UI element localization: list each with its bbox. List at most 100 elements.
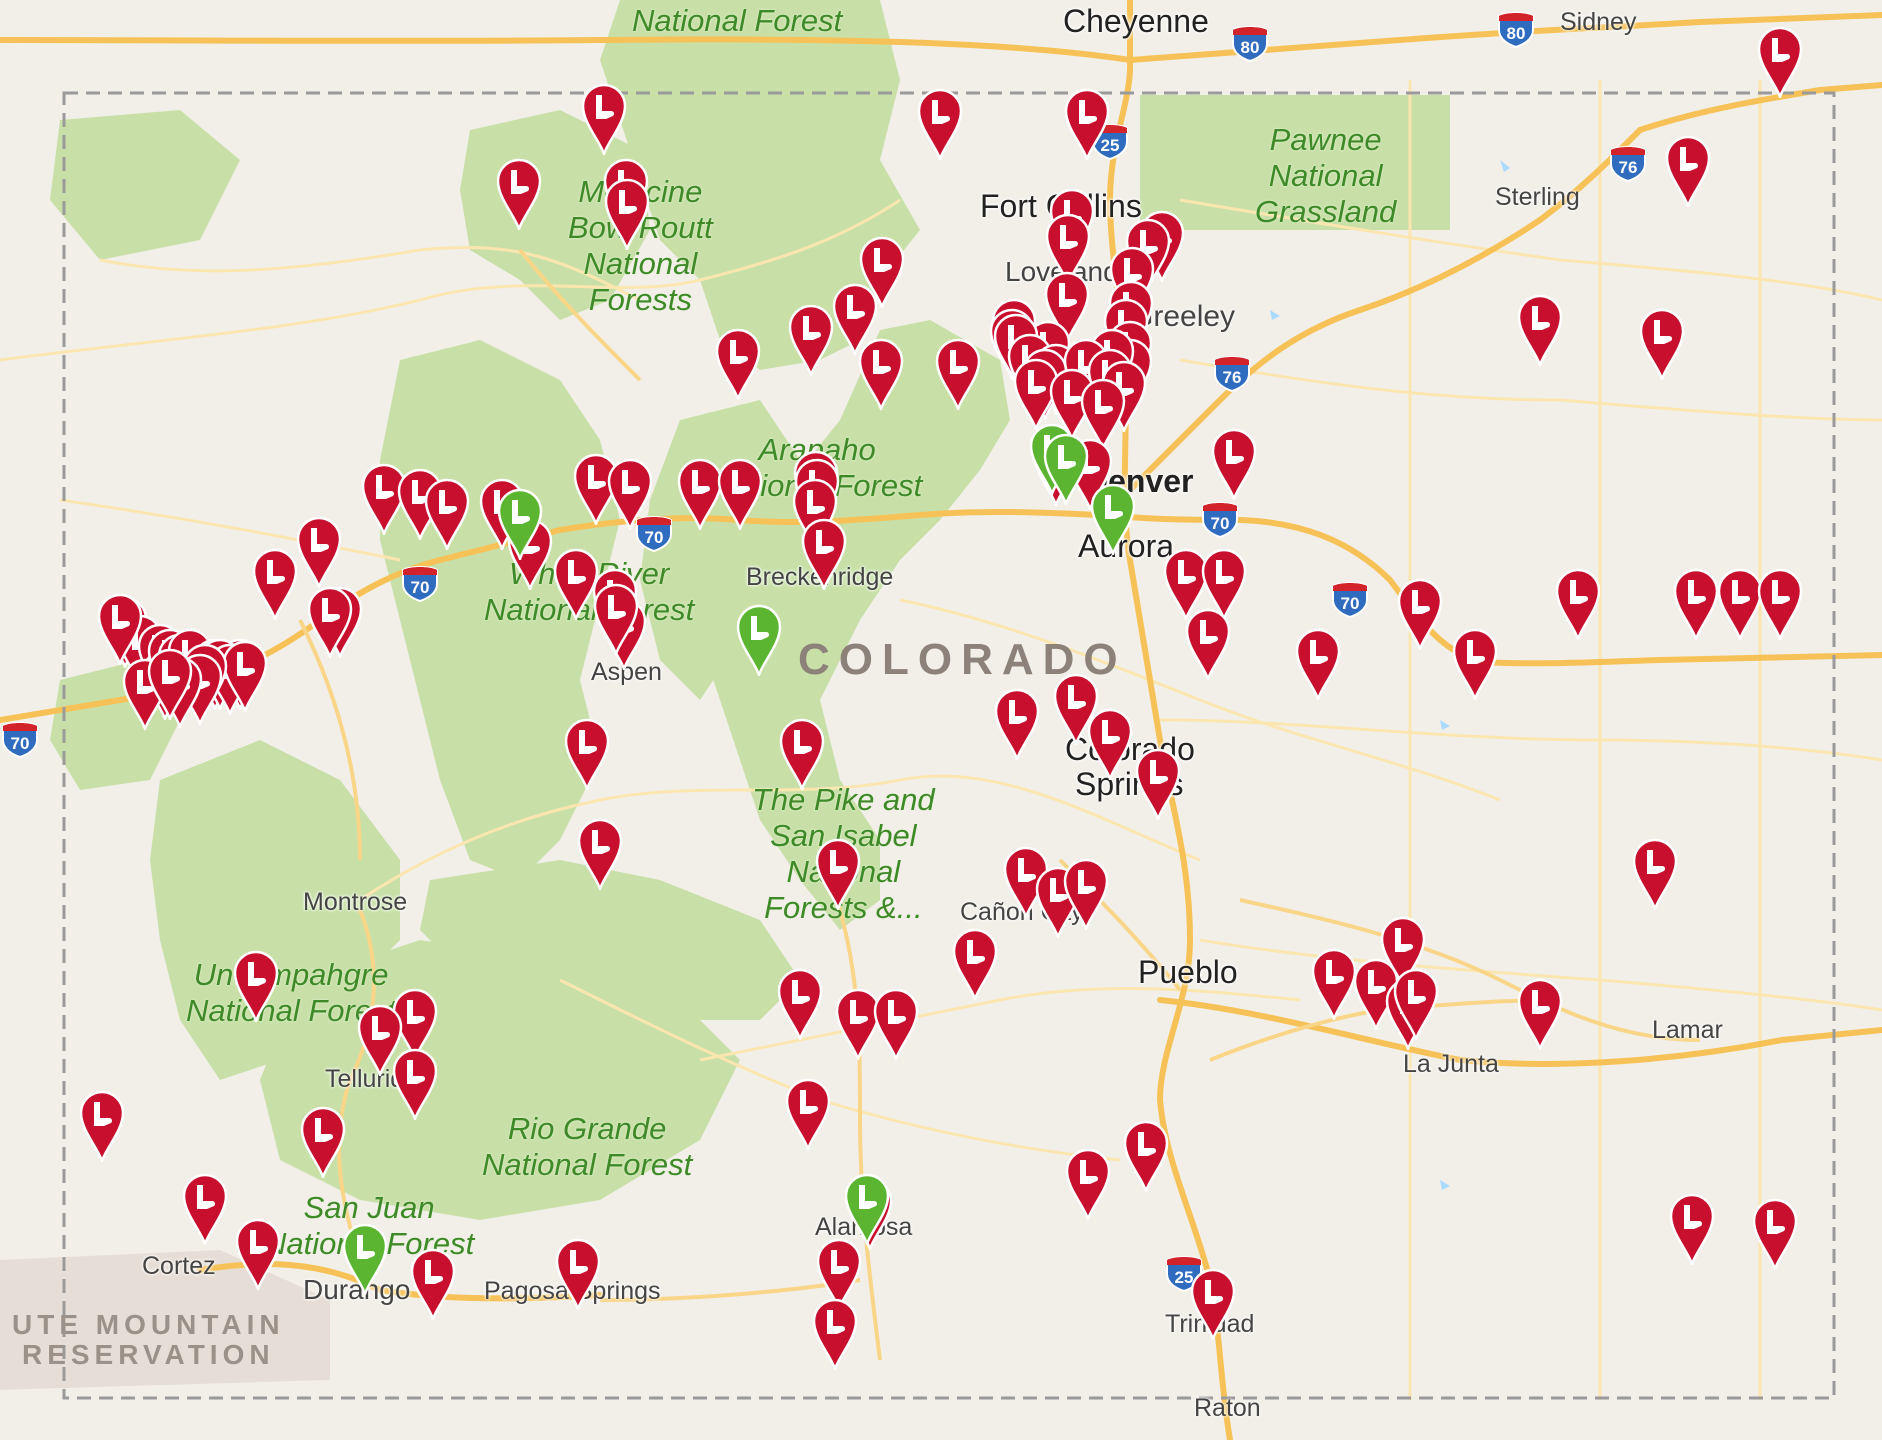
red-location-pin-icon[interactable]	[1639, 308, 1685, 380]
charger-logo-icon	[608, 595, 627, 619]
red-location-pin-icon[interactable]	[182, 1173, 228, 1245]
green-location-pin-icon[interactable]	[1090, 483, 1136, 555]
red-location-pin-icon[interactable]	[252, 548, 298, 620]
red-location-pin-icon[interactable]	[715, 328, 761, 400]
red-location-pin-icon[interactable]	[1669, 1193, 1715, 1265]
red-location-pin-icon[interactable]	[1397, 578, 1443, 650]
red-location-pin-icon[interactable]	[147, 648, 193, 720]
red-location-pin-icon[interactable]	[424, 478, 470, 550]
red-location-pin-icon[interactable]	[1065, 1148, 1111, 1220]
red-location-pin-icon[interactable]	[859, 236, 905, 308]
red-location-pin-icon[interactable]	[1135, 748, 1181, 820]
red-location-pin-icon[interactable]	[564, 718, 610, 790]
red-location-pin-icon[interactable]	[858, 338, 904, 410]
city-cortez[interactable]: Cortez	[142, 1252, 216, 1280]
forest-rio-grande[interactable]: Rio Grande National Forest	[482, 1111, 692, 1183]
red-location-pin-icon[interactable]	[235, 1218, 281, 1290]
red-location-pin-icon[interactable]	[79, 1090, 125, 1162]
green-location-pin-icon[interactable]	[342, 1223, 388, 1295]
red-location-pin-icon[interactable]	[1380, 916, 1426, 988]
red-location-pin-icon[interactable]	[873, 988, 919, 1060]
red-location-pin-icon[interactable]	[677, 458, 723, 530]
red-location-pin-icon[interactable]	[832, 283, 878, 355]
city-sterling[interactable]: Sterling	[1495, 183, 1580, 211]
red-location-pin-icon[interactable]	[1393, 968, 1439, 1040]
red-location-pin-icon[interactable]	[801, 518, 847, 590]
red-location-pin-icon[interactable]	[1185, 608, 1231, 680]
red-location-pin-icon[interactable]	[994, 688, 1040, 760]
red-location-pin-icon[interactable]	[1295, 628, 1341, 700]
city-sidney[interactable]: Sidney	[1560, 8, 1637, 36]
city-cheyenne[interactable]: Cheyenne	[1063, 3, 1209, 39]
red-location-pin-icon[interactable]	[952, 928, 998, 1000]
city-raton[interactable]: Raton	[1194, 1394, 1261, 1422]
red-location-pin-icon[interactable]	[1063, 858, 1109, 930]
red-location-pin-icon[interactable]	[816, 1238, 862, 1310]
red-location-pin-icon[interactable]	[1211, 428, 1257, 500]
red-location-pin-icon[interactable]	[1163, 548, 1209, 620]
red-location-pin-icon[interactable]	[593, 583, 639, 655]
city-la-junta[interactable]: La Junta	[1403, 1050, 1499, 1078]
red-location-pin-icon[interactable]	[785, 1078, 831, 1150]
forest-pike[interactable]: The Pike and San Isabel National Forests…	[752, 782, 935, 926]
red-location-pin-icon[interactable]	[1201, 548, 1247, 620]
red-location-pin-icon[interactable]	[581, 83, 627, 155]
red-location-pin-icon[interactable]	[777, 968, 823, 1040]
red-location-pin-icon[interactable]	[835, 988, 881, 1060]
red-location-pin-icon[interactable]	[1555, 568, 1601, 640]
red-location-pin-icon[interactable]	[1452, 628, 1498, 700]
green-location-pin-icon[interactable]	[497, 488, 543, 560]
red-location-pin-icon[interactable]	[1311, 948, 1357, 1020]
red-location-pin-icon[interactable]	[917, 88, 963, 160]
red-location-pin-icon[interactable]	[296, 516, 342, 588]
red-location-pin-icon[interactable]	[1673, 568, 1719, 640]
red-location-pin-icon[interactable]	[1087, 708, 1133, 780]
red-location-pin-icon[interactable]	[717, 458, 763, 530]
forest-pawnee[interactable]: Pawnee National Grassland	[1255, 122, 1396, 230]
red-location-pin-icon[interactable]	[410, 1248, 456, 1320]
city-pueblo[interactable]: Pueblo	[1138, 954, 1238, 990]
red-location-pin-icon[interactable]	[788, 304, 834, 376]
red-location-pin-icon[interactable]	[1064, 88, 1110, 160]
red-location-pin-icon[interactable]	[779, 718, 825, 790]
charger-logo-icon	[250, 1230, 269, 1254]
red-location-pin-icon[interactable]	[1757, 568, 1803, 640]
red-location-pin-icon[interactable]	[1044, 271, 1090, 343]
red-location-pin-icon[interactable]	[496, 158, 542, 230]
red-location-pin-icon[interactable]	[1752, 1198, 1798, 1270]
red-location-pin-icon[interactable]	[357, 1004, 403, 1076]
city-montrose[interactable]: Montrose	[303, 888, 408, 916]
red-location-pin-icon[interactable]	[307, 586, 353, 658]
red-location-pin-icon[interactable]	[1123, 1120, 1169, 1192]
red-location-pin-icon[interactable]	[792, 478, 838, 550]
red-location-pin-icon[interactable]	[1053, 673, 1099, 745]
city-aurora[interactable]: Aurora	[1078, 528, 1175, 564]
red-location-pin-icon[interactable]	[1632, 838, 1678, 910]
red-location-pin-icon[interactable]	[233, 950, 279, 1022]
forest-national-forest-top[interactable]: National Forest	[632, 3, 842, 39]
red-location-pin-icon[interactable]	[97, 593, 143, 665]
red-location-pin-icon[interactable]	[1717, 568, 1763, 640]
red-location-pin-icon[interactable]	[1517, 978, 1563, 1050]
red-location-pin-icon[interactable]	[604, 178, 650, 250]
red-location-pin-icon[interactable]	[1190, 1268, 1236, 1340]
red-location-pin-icon[interactable]	[1665, 135, 1711, 207]
red-location-pin-icon[interactable]	[1045, 213, 1091, 285]
red-location-pin-icon[interactable]	[815, 838, 861, 910]
city-lamar[interactable]: Lamar	[1652, 1016, 1723, 1044]
red-location-pin-icon[interactable]	[812, 1298, 858, 1370]
red-location-pin-icon[interactable]	[1517, 294, 1563, 366]
red-location-pin-icon[interactable]	[1757, 26, 1803, 98]
red-location-pin-icon[interactable]	[300, 1106, 346, 1178]
green-location-pin-icon[interactable]	[1043, 433, 1089, 505]
green-location-pin-icon[interactable]	[736, 604, 782, 676]
red-location-pin-icon[interactable]	[577, 818, 623, 890]
red-location-pin-icon[interactable]	[222, 640, 268, 712]
red-location-pin-icon[interactable]	[607, 458, 653, 530]
red-location-pin-icon[interactable]	[935, 338, 981, 410]
red-location-pin-icon[interactable]	[1080, 378, 1126, 450]
red-location-pin-icon[interactable]	[555, 1238, 601, 1310]
green-location-pin-icon[interactable]	[844, 1173, 890, 1245]
red-location-pin-icon[interactable]	[392, 1048, 438, 1120]
